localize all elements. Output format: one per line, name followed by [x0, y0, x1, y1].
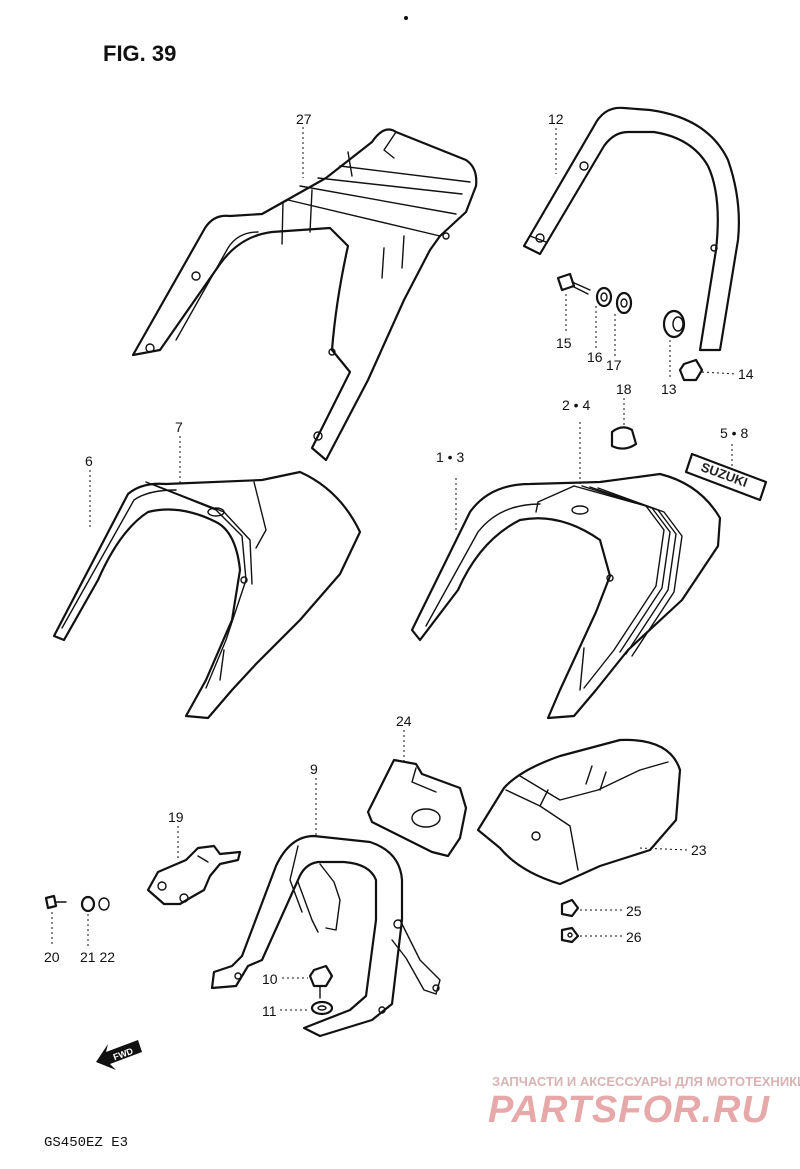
callout-27: 27 [296, 111, 312, 127]
callout-17: 17 [606, 357, 622, 373]
fwd-label: FWD [112, 1046, 135, 1063]
part-10-bolt [308, 964, 334, 999]
callout-18: 18 [616, 381, 632, 397]
part-11-washer [310, 1000, 334, 1016]
callout-13: 13 [661, 381, 677, 397]
part-14-nut [678, 358, 704, 382]
part-18-cushion [610, 426, 638, 450]
part-6-7-tail-cover [52, 470, 362, 720]
callout-2-4: 2 • 4 [562, 397, 590, 413]
callout-15: 15 [556, 335, 572, 351]
callout-5-8: 5 • 8 [720, 425, 748, 441]
part-26-nut [560, 926, 580, 944]
part-12-grab-rail [522, 106, 740, 352]
part-13-collar [662, 309, 686, 339]
part-24-plate [366, 758, 468, 858]
callout-16: 16 [587, 349, 603, 365]
callout-25: 25 [626, 903, 642, 919]
part-25-nut [560, 898, 580, 918]
callout-9: 9 [310, 761, 318, 777]
callout-24: 24 [396, 713, 412, 729]
part-19-hook [146, 844, 242, 906]
figure-title: FIG. 39 [103, 41, 176, 66]
part-27-carrier [131, 128, 478, 462]
callout-23: 23 [691, 842, 707, 858]
part-20-screw [44, 894, 67, 910]
callout-26: 26 [626, 929, 642, 945]
callout-11: 11 [262, 1003, 277, 1019]
part-22-washer [98, 897, 110, 911]
callout-7: 7 [175, 419, 183, 435]
callout-21-22: 21 22 [80, 949, 115, 965]
watermark-logo: PARTSFOR.RU [488, 1089, 770, 1131]
part-23-tail-piece [476, 738, 682, 886]
part-21-washer [80, 895, 96, 913]
watermark-tagline: ЗАПЧАСТИ И АКСЕССУАРЫ ДЛЯ МОТОТЕХНИКИ [492, 1074, 800, 1089]
part-1-3-tail-cover [410, 472, 722, 720]
part-17-washer [615, 291, 633, 315]
scan-speck [404, 16, 408, 20]
callout-14: 14 [738, 366, 754, 382]
callout-6: 6 [85, 453, 93, 469]
part-16-washer [595, 286, 613, 308]
fwd-arrow-icon: FWD [96, 1040, 142, 1070]
callout-20: 20 [44, 949, 60, 965]
model-code: GS450EZ E3 [44, 1135, 128, 1151]
part-15-bolt [556, 272, 591, 295]
part-9-bracket [210, 834, 441, 1038]
callout-12: 12 [548, 111, 564, 127]
callout-1-3: 1 • 3 [436, 449, 464, 465]
callout-19: 19 [168, 809, 184, 825]
callout-10: 10 [262, 971, 278, 987]
